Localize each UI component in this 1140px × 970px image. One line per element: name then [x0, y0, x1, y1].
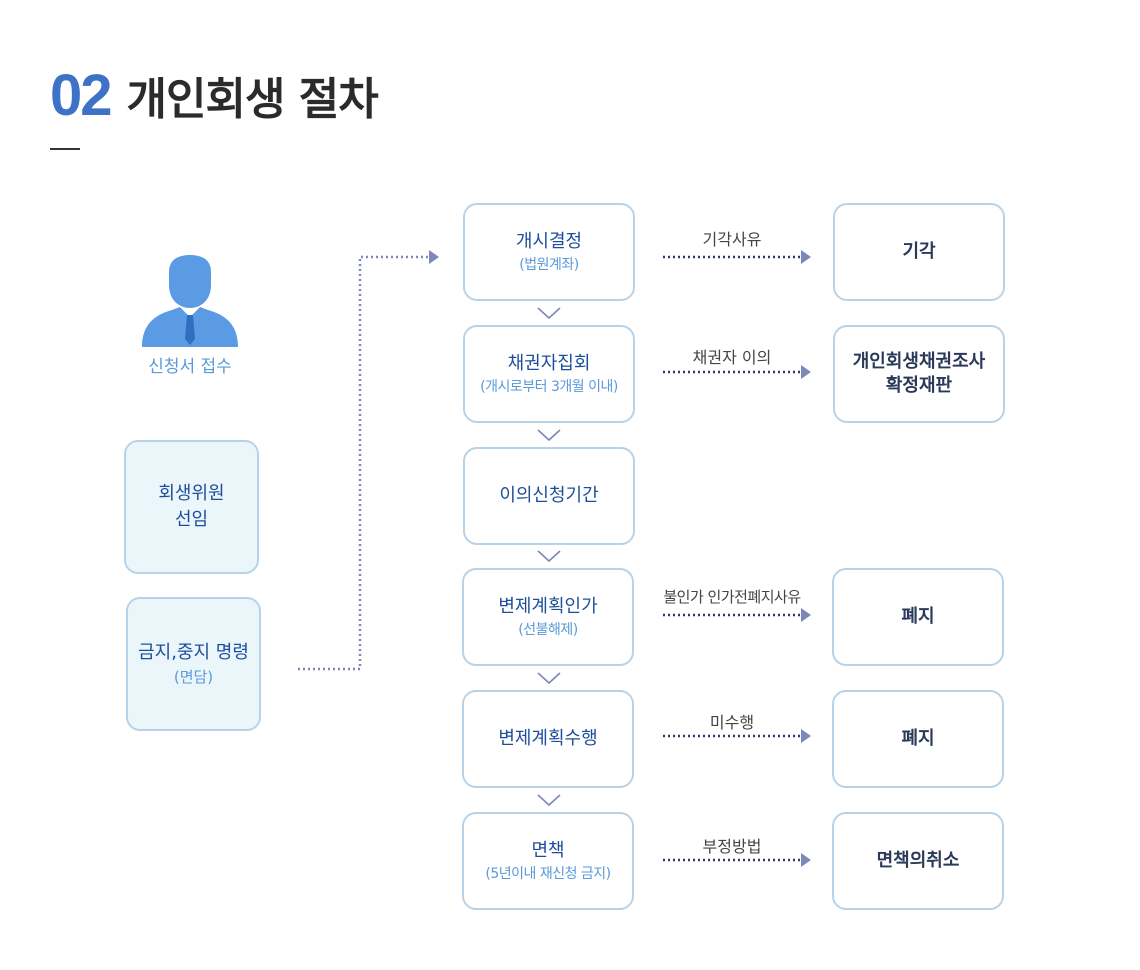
step-box: 면책 (5년이내 재신청 금지)	[462, 812, 634, 910]
result-main: 개인회생채권조사 확정재판	[852, 351, 986, 396]
applicant-label: 신청서 접수	[148, 357, 232, 377]
side-box-injunction: 금지,중지 명령 (면담)	[126, 597, 261, 731]
step-main: 채권자집회	[507, 353, 591, 374]
result-main: 폐지	[901, 728, 935, 749]
branch-reason: 불인가 인가전폐지사유	[663, 588, 801, 606]
result-box: 개인회생채권조사 확정재판	[833, 325, 1005, 423]
step-main: 면책	[531, 840, 565, 861]
arrowhead-right-icon	[801, 729, 811, 743]
step-main: 이의신청기간	[499, 485, 599, 506]
step-sub: (개시로부터 3개월 이내)	[480, 379, 618, 395]
result-main: 기각	[902, 241, 936, 262]
chevron-down-icon	[537, 307, 561, 320]
branch-reason: 기각사유	[702, 230, 762, 249]
step-box: 개시결정 (법원계좌)	[463, 203, 635, 301]
title-number: 02	[50, 62, 112, 128]
side-box-committee: 회생위원 선임	[124, 440, 259, 574]
step-sub: (법원계좌)	[519, 257, 579, 273]
step-main: 변제계획인가	[498, 596, 598, 617]
side-box-main: 금지,중지 명령	[138, 642, 249, 663]
branch-reason: 채권자 이의	[692, 348, 772, 367]
arrowhead-right-icon	[801, 250, 811, 264]
branch-reason: 미수행	[709, 713, 755, 732]
title-underline	[50, 148, 80, 150]
side-box-main: 회생위원 선임	[158, 483, 225, 530]
chevron-down-icon	[537, 429, 561, 442]
title-text: 개인회생 절차	[126, 74, 379, 125]
chevron-down-icon	[537, 550, 561, 563]
result-box: 폐지	[832, 568, 1004, 666]
page-title: 02 개인회생 절차	[50, 60, 379, 130]
person-icon	[142, 255, 238, 347]
arrowhead-right-icon	[801, 365, 811, 379]
arrowhead-right-icon	[429, 250, 439, 264]
step-main: 변제계획수행	[498, 728, 598, 749]
step-box: 이의신청기간	[463, 447, 635, 545]
result-box: 기각	[833, 203, 1005, 301]
step-sub: (선불해제)	[518, 622, 578, 638]
connector-line	[298, 255, 430, 671]
chevron-down-icon	[537, 794, 561, 807]
arrowhead-right-icon	[801, 608, 811, 622]
result-box: 폐지	[832, 690, 1004, 788]
result-box: 면책의취소	[832, 812, 1004, 910]
side-box-sub: (면담)	[173, 668, 214, 686]
step-box: 채권자집회 (개시로부터 3개월 이내)	[463, 325, 635, 423]
step-box: 변제계획수행	[462, 690, 634, 788]
branch-reason: 부정방법	[702, 837, 762, 856]
result-main: 폐지	[901, 606, 935, 627]
step-sub: (5년이내 재신청 금지)	[485, 866, 611, 882]
result-main: 면책의취소	[876, 850, 960, 871]
step-box: 변제계획인가 (선불해제)	[462, 568, 634, 666]
chevron-down-icon	[537, 672, 561, 685]
arrowhead-right-icon	[801, 853, 811, 867]
step-main: 개시결정	[515, 231, 583, 252]
